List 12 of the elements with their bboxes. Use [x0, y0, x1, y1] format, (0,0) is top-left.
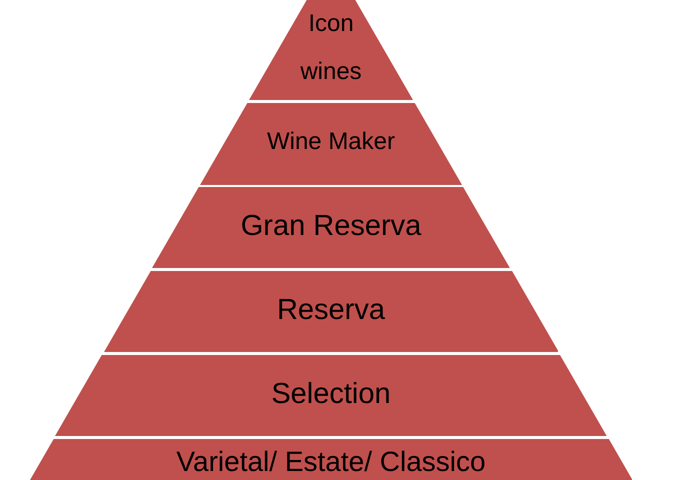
tier-label: Wine Maker — [266, 127, 395, 157]
tier-label: Reserva — [276, 293, 385, 328]
pyramid-tier — [30, 439, 632, 480]
tier-label: Gran Reserva — [240, 209, 422, 244]
pyramid-tier — [104, 271, 558, 352]
pyramid-tier — [200, 103, 462, 185]
pyramid-tier — [152, 187, 510, 268]
pyramid-tier — [249, 0, 413, 100]
pyramid-tier — [55, 355, 607, 436]
tier-label: Selection — [271, 377, 391, 412]
tier-label: Icon wines — [299, 9, 363, 87]
tier-label: Varietal/ Estate/ Classico — [176, 445, 486, 479]
